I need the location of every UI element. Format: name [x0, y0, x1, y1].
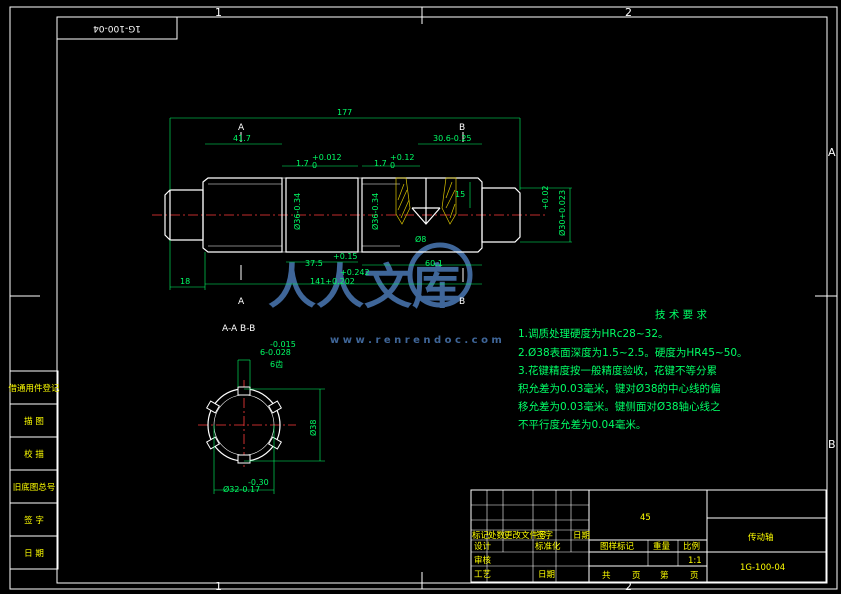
dim-141: 141+0.202 — [310, 277, 355, 286]
section-title: A-A B-B — [222, 324, 255, 334]
sign-label-5: 日期 — [573, 531, 590, 541]
section-hatch — [395, 177, 457, 225]
watermark-ring — [407, 242, 473, 308]
watermark-logo-text: 人人文库 — [268, 259, 460, 315]
zone-bottom-1: 1 — [215, 580, 222, 593]
bottom-label-4: 页 — [690, 571, 699, 581]
dim-dia-a: Ø36-0.34 — [292, 193, 302, 230]
section-b-top: B — [459, 123, 465, 133]
dim-60: 60.1 — [425, 259, 443, 268]
zone-top-2: 2 — [625, 6, 632, 19]
watermark: 人人文库 w w w . r e n r e n d o c . c o m — [268, 242, 502, 346]
dim-slot2: 1.7 — [374, 159, 387, 168]
svg-text:+0.15: +0.15 — [333, 252, 358, 261]
section-view: A-A B-B 6-0.028 -0.015 6齿 Ø38 Ø32-0.17 -… — [198, 324, 325, 494]
dim-dia-end: Ø30+0.023 — [557, 190, 567, 236]
bottom-label-1: 共 — [602, 571, 611, 581]
left-cell-3: 校 描 — [24, 449, 44, 460]
shaft-right-stub — [481, 187, 521, 243]
scale: 1:1 — [688, 556, 702, 566]
left-cell-4: 旧底图总号 — [13, 482, 56, 493]
svg-text:-0.30: -0.30 — [248, 478, 269, 487]
dim-slot2-tol: +0.12 — [390, 153, 415, 162]
col-label-1: 图样标记 — [600, 541, 635, 552]
dim-slot1: 1.7 — [296, 159, 309, 168]
shaft-dimensions: 177 41.7 1.7 +0.012 0 1.7 +0.12 0 30.6-0… — [169, 108, 572, 290]
dim-slot1-tol: +0.012 — [312, 153, 342, 162]
svg-text:+0.02: +0.02 — [541, 185, 550, 210]
tech-req-line-5: 移允差为0.03毫米。键侧面对Ø38轴心线之 — [518, 400, 721, 413]
section-a-top: A — [238, 123, 245, 133]
left-cell-2: 描 图 — [24, 416, 44, 427]
tech-req-line-2: 2.Ø38表面深度为1.5~2.5。硬度为HR45~50。 — [518, 346, 748, 359]
dim-dia-c: Ø8 — [415, 234, 426, 244]
dim-outer-dia: Ø38 — [308, 420, 318, 436]
section-b-bottom: B — [459, 297, 465, 307]
dim-keyway: 30.6-0.25 — [433, 134, 472, 143]
title-block: 标记 处数 更改文件号 签字 日期 设计 标准化 审核 工艺 日期 45 图样标… — [470, 489, 827, 583]
tech-req-line-1: 1.调质处理硬度为HRc28~32。 — [518, 327, 669, 340]
dim-depth: 15 — [455, 190, 465, 199]
drawing-number: 1G-100-04 — [740, 563, 785, 573]
zone-bottom-2: 2 — [625, 580, 632, 593]
zone-right-a: A — [828, 146, 836, 159]
sign-label-1: 标记 — [472, 530, 490, 541]
role-1: 设计 — [474, 541, 492, 552]
role-2: 标准化 — [535, 541, 561, 552]
spline-teeth — [205, 386, 283, 464]
dim-18: 18 — [180, 277, 190, 286]
dim-37: 37.5 — [305, 259, 323, 268]
sign-label-2: 处数 — [488, 530, 506, 541]
left-cell-1: 借通用件登记 — [8, 383, 60, 394]
left-cell-5: 签 字 — [24, 515, 44, 526]
svg-text:0: 0 — [390, 161, 395, 170]
dim-dia-b: Ø36-0.34 — [370, 193, 380, 230]
role-3: 审核 — [474, 555, 492, 566]
role-4: 工艺 — [474, 570, 491, 580]
dim-overall: 177 — [337, 108, 352, 117]
zone-right-b: B — [828, 438, 836, 451]
part-name: 传动轴 — [748, 532, 774, 543]
dim-inner-dia: Ø32-0.17 — [223, 484, 260, 494]
col-label-2: 重量 — [653, 541, 671, 552]
left-cell-6: 日 期 — [24, 549, 44, 559]
zone-top-1: 1 — [215, 6, 222, 19]
left-column: 借通用件登记 描 图 校 描 旧底图总号 签 字 日 期 — [8, 370, 60, 570]
tech-req-line-4: 积允差为0.03毫米，键对Ø38的中心线的偏 — [518, 382, 721, 395]
material: 45 — [640, 513, 651, 523]
inner-frame — [56, 16, 828, 584]
tech-requirements: 技 术 要 求 1.调质处理硬度为HRc28~32。 2.Ø38表面深度为1.5… — [518, 308, 748, 431]
svg-text:0: 0 — [312, 161, 317, 170]
dim-41: 41.7 — [233, 134, 251, 143]
dim-key-count: 6齿 — [270, 360, 283, 369]
col-label-3: 比例 — [683, 541, 700, 552]
outer-frame — [9, 6, 838, 590]
svg-text:+0.242: +0.242 — [340, 268, 370, 277]
svg-text:-0.015: -0.015 — [270, 340, 296, 349]
role-5: 日期 — [538, 570, 555, 580]
section-a-bottom: A — [238, 297, 245, 307]
sign-label-3: 更改文件号 — [504, 530, 547, 541]
dim-key-width: 6-0.028 — [260, 348, 291, 357]
bottom-label-2: 页 — [632, 571, 641, 581]
tech-req-line-6: 不平行度允差为0.04毫米。 — [518, 418, 646, 431]
shaft-main-view: A A B B — [152, 123, 545, 307]
mirror-drawing-number: 1G-100-04 — [93, 23, 141, 33]
tech-req-line-3: 3.花键精度按一般精度验收，花键不等分累 — [518, 364, 717, 377]
watermark-url: w w w . r e n r e n d o c . c o m — [330, 335, 502, 346]
bottom-label-3: 第 — [660, 570, 669, 581]
sign-label-4: 签字 — [536, 530, 553, 541]
tech-req-title: 技 术 要 求 — [655, 308, 708, 321]
mirror-number-box — [56, 16, 178, 40]
